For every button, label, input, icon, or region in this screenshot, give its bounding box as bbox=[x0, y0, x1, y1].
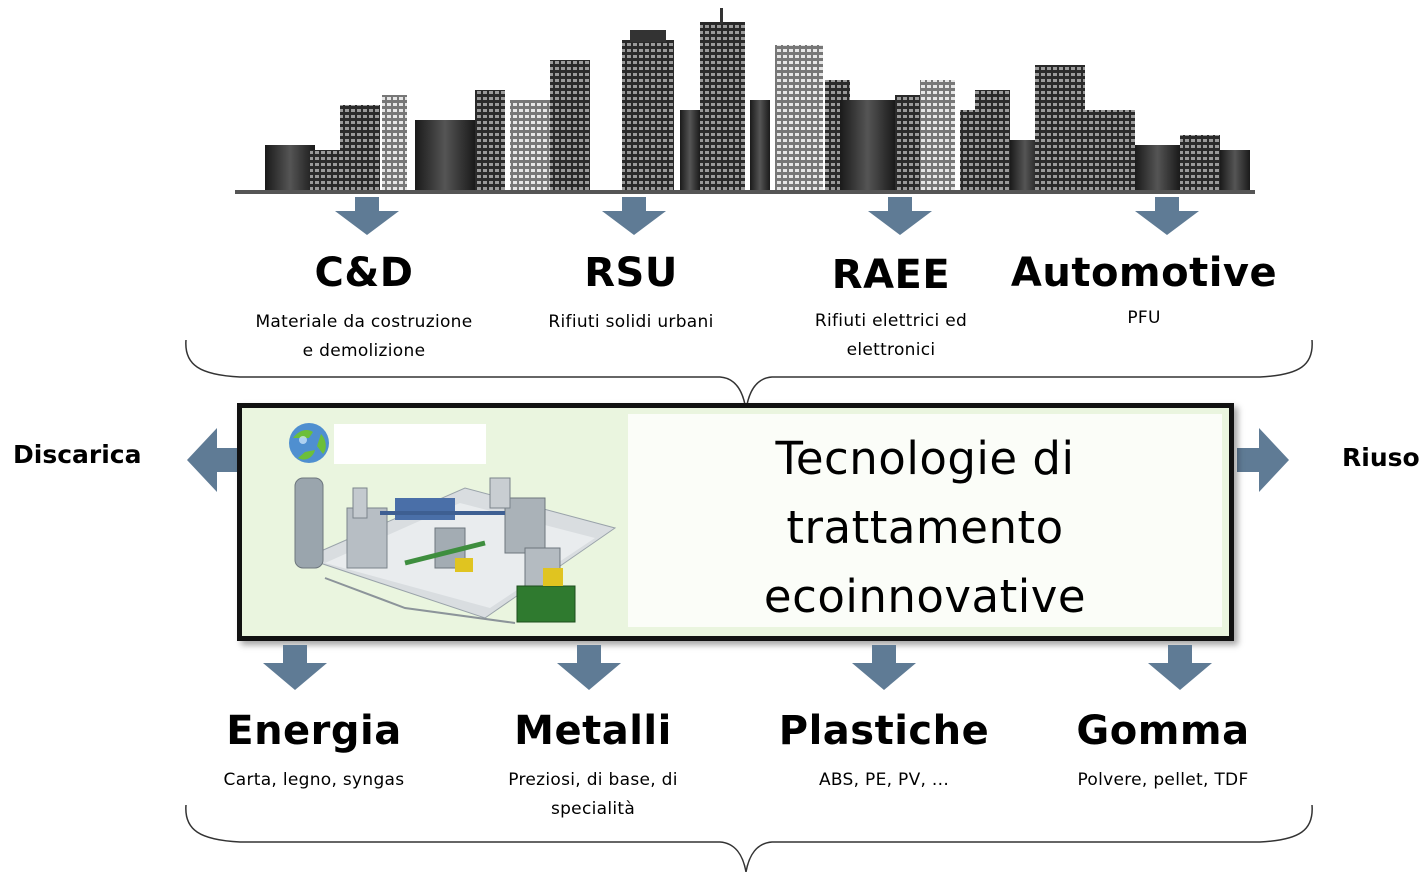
arrow-down-icon bbox=[852, 645, 916, 690]
output-title-gomma: Gomma bbox=[1076, 708, 1250, 754]
arrow-left-icon bbox=[187, 428, 239, 492]
source-title-raee: RAEE bbox=[831, 252, 951, 298]
source-subtitle-line: elettronici bbox=[846, 340, 936, 360]
riuso-label: Riuso bbox=[1342, 443, 1420, 472]
source-title-rsu: RSU bbox=[584, 250, 678, 296]
output-subtitle-plastiche: ABS, PE, PV, ... bbox=[819, 766, 949, 795]
logo-area bbox=[334, 424, 486, 464]
technology-title-line: Tecnologie di bbox=[775, 432, 1075, 485]
technology-title-panel bbox=[628, 414, 1222, 627]
arrow-down-icon bbox=[1148, 645, 1212, 690]
recycling-globe-icon bbox=[289, 423, 329, 463]
arrow-down-icon bbox=[557, 645, 621, 690]
arrow-down-icon bbox=[602, 197, 666, 235]
source-subtitle-raee: Rifiuti elettrici ed elettronici bbox=[815, 307, 967, 365]
output-subtitle-line: Preziosi, di base, di bbox=[508, 770, 678, 790]
output-subtitle-line: Polvere, pellet, TDF bbox=[1077, 770, 1249, 790]
source-subtitle-rsu: Rifiuti solidi urbani bbox=[548, 308, 713, 337]
source-title-automotive: Automotive bbox=[1010, 250, 1278, 296]
source-subtitle-automotive: PFU bbox=[1127, 304, 1160, 333]
technology-title: Tecnologie di trattamento ecoinnovative bbox=[628, 424, 1222, 631]
arrow-down-icon bbox=[868, 197, 932, 235]
output-subtitle-metalli: Preziosi, di base, di specialità bbox=[508, 766, 678, 824]
discarica-label: Discarica bbox=[13, 440, 142, 469]
source-subtitle-line: Rifiuti solidi urbani bbox=[548, 312, 714, 332]
output-title-metalli: Metalli bbox=[514, 708, 672, 754]
treatment-plant-image bbox=[294, 477, 617, 624]
technology-title-line: ecoinnovative bbox=[763, 570, 1087, 623]
output-subtitle-line: specialità bbox=[550, 799, 636, 819]
source-title-cd: C&D bbox=[314, 250, 414, 296]
output-subtitle-line: Carta, legno, syngas bbox=[223, 770, 405, 790]
output-subtitle-gomma: Polvere, pellet, TDF bbox=[1077, 766, 1248, 795]
technology-title-line: trattamento bbox=[786, 501, 1064, 554]
output-title-energia: Energia bbox=[226, 708, 402, 754]
arrow-down-icon bbox=[263, 645, 327, 690]
arrow-down-icon bbox=[1135, 197, 1199, 235]
output-title-plastiche: Plastiche bbox=[778, 708, 990, 754]
source-subtitle-line: Rifiuti elettrici ed bbox=[814, 311, 968, 331]
bottom-brace bbox=[185, 804, 1313, 872]
output-subtitle-energia: Carta, legno, syngas bbox=[224, 766, 405, 795]
output-subtitle-line: ABS, PE, PV, ... bbox=[818, 770, 950, 790]
source-subtitle-line: Materiale da costruzione bbox=[255, 312, 473, 332]
city-skyline-image bbox=[235, 8, 1255, 194]
source-subtitle-line: e demolizione bbox=[302, 341, 426, 361]
source-subtitle-line: PFU bbox=[1127, 308, 1161, 328]
arrow-down-icon bbox=[335, 197, 399, 235]
arrow-right-icon bbox=[1237, 428, 1289, 492]
source-subtitle-cd: Materiale da costruzione e demolizione bbox=[255, 308, 472, 366]
